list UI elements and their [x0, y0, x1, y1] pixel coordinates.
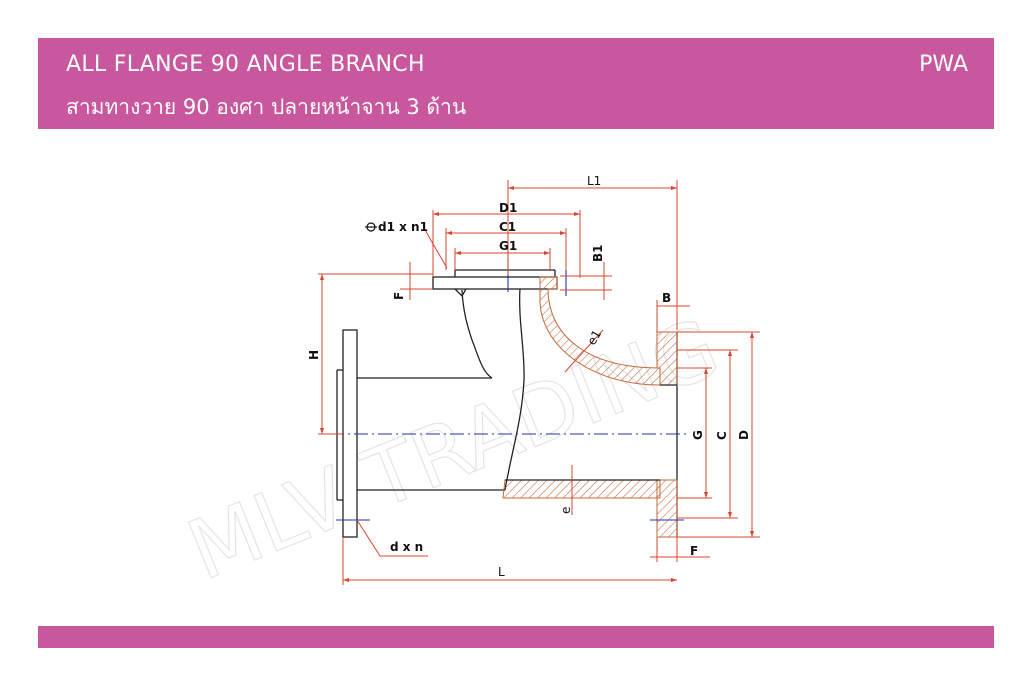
label-D: D [737, 430, 751, 440]
label-B: B [662, 291, 671, 305]
label-L1: L1 [587, 174, 601, 188]
label-H: H [307, 350, 321, 360]
label-d1n1: d1 x n1 [378, 220, 428, 234]
label-F-top: F [392, 292, 406, 300]
footer-bar [38, 626, 994, 648]
label-dn: d x n [390, 540, 423, 554]
label-B1: B1 [591, 245, 605, 263]
watermark-text: MLV TRADING [175, 301, 731, 599]
title-english: ALL FLANGE 90 ANGLE BRANCH [66, 52, 425, 77]
label-C1: C1 [499, 220, 516, 234]
label-C: C [715, 431, 729, 440]
hatched-section [502, 276, 678, 538]
dimension-arrows [320, 186, 754, 582]
label-F-bottom: F [690, 544, 698, 558]
label-G1: G1 [499, 239, 517, 253]
product-code: PWA [919, 52, 968, 77]
bolt-hole-icon [365, 222, 377, 232]
title-banner: ALL FLANGE 90 ANGLE BRANCH สามทางวาย 90 … [38, 38, 994, 129]
label-G: G [691, 430, 705, 440]
label-e: e [559, 507, 573, 514]
dimension-lines [318, 180, 760, 585]
label-D1: D1 [499, 201, 517, 215]
title-thai: สามทางวาย 90 องศา ปลายหน้าจาน 3 ด้าน [66, 95, 467, 119]
top-flange [432, 276, 558, 290]
label-L: L [498, 565, 505, 579]
label-e1: e1 [584, 327, 604, 347]
